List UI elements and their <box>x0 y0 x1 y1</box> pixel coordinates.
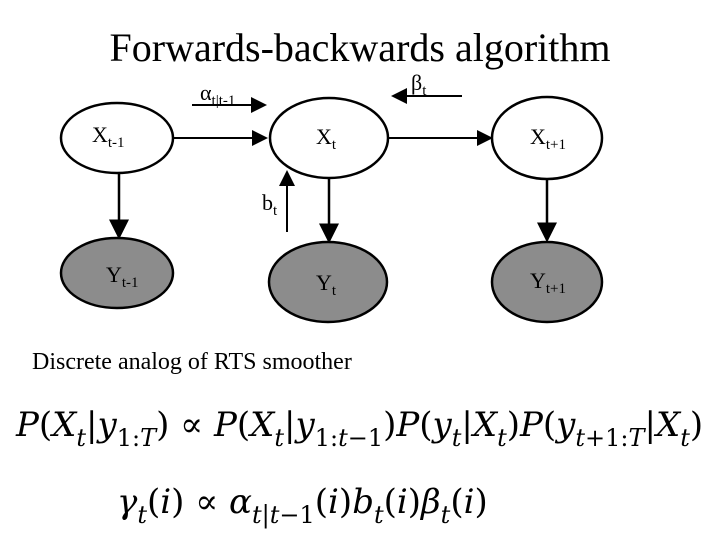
beta-label: βt <box>411 72 426 99</box>
node-x-next <box>490 95 604 181</box>
node-y-prev-sub: t-1 <box>121 275 139 291</box>
node-y-next <box>490 240 604 324</box>
alpha-label: αt|t-1 <box>200 82 235 109</box>
node-x-next-label: Xt+1 <box>530 126 566 153</box>
node-x-prev-main: X <box>92 122 108 147</box>
node-x-next-sub: t+1 <box>545 137 567 153</box>
node-x-prev <box>59 101 175 175</box>
node-x-prev-sub: t-1 <box>107 135 125 151</box>
caption-text: Discrete analog of RTS smoother <box>32 349 352 375</box>
node-x-next-main: X <box>530 124 546 149</box>
node-y-curr-sub: t <box>331 283 337 299</box>
smoothing-equation: P(Xt|y1:T) ∝ P(Xt|y1:t−1)P(yt|Xt)P(yt+1:… <box>16 405 704 452</box>
node-y-curr-main: Y <box>316 270 332 295</box>
node-y-next-sub: t+1 <box>545 281 567 297</box>
gamma-equation: γt(i) ∝ αt|t−1(i)bt(i)βt(i) <box>117 482 488 529</box>
alpha-symbol: α <box>200 80 212 105</box>
node-y-next-main: Y <box>530 268 546 293</box>
node-y-curr-label: Yt <box>316 272 336 299</box>
b-subscript: t <box>273 203 278 219</box>
beta-symbol: β <box>411 70 423 95</box>
node-x-curr-label: Xt <box>316 126 336 153</box>
node-y-prev-label: Yt-1 <box>106 264 139 291</box>
alpha-subscript: t|t-1 <box>211 93 236 109</box>
node-y-prev-main: Y <box>106 262 122 287</box>
beta-subscript: t <box>422 83 427 99</box>
node-y-prev <box>59 236 175 310</box>
b-label: bt <box>262 192 277 219</box>
node-y-curr <box>267 240 389 324</box>
slide-title: Forwards-backwards algorithm <box>109 25 611 70</box>
node-x-curr <box>268 96 390 180</box>
node-x-curr-sub: t <box>331 137 337 153</box>
node-x-curr-main: X <box>316 124 332 149</box>
b-symbol: b <box>262 190 273 215</box>
node-y-next-label: Yt+1 <box>530 270 566 297</box>
node-x-prev-label: Xt-1 <box>92 124 125 151</box>
